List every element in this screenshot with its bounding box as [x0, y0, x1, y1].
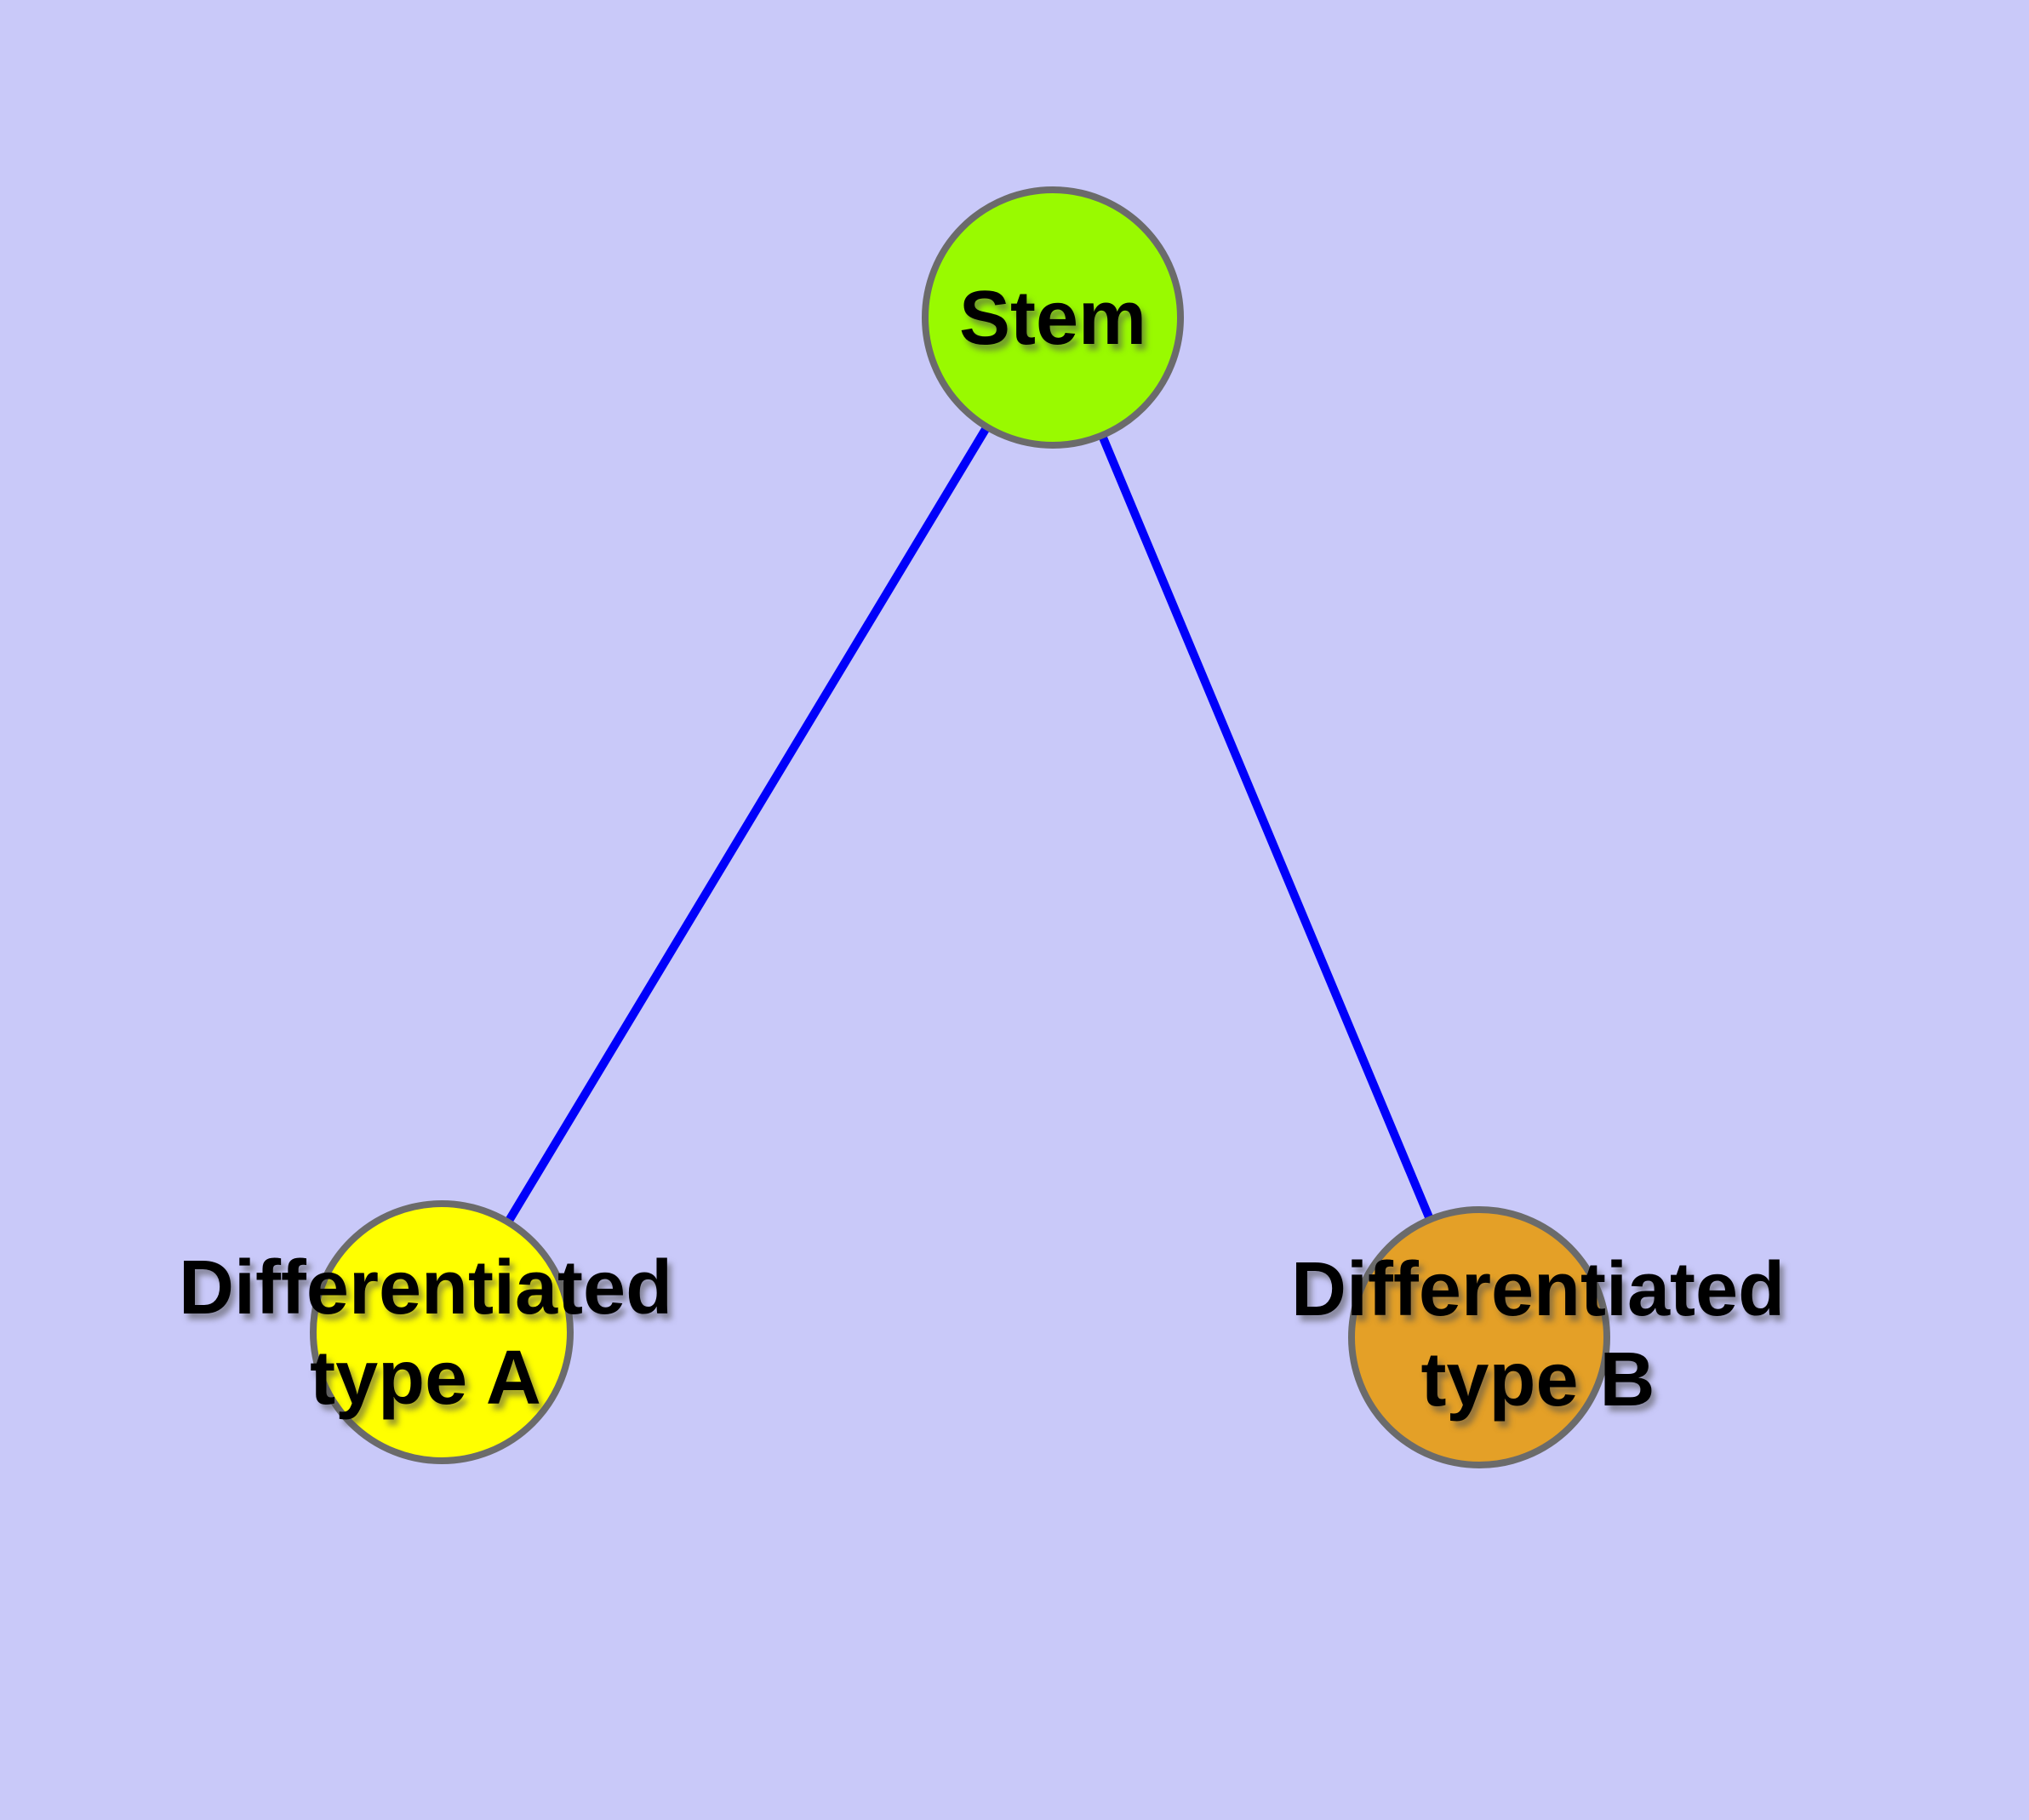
node-type-b-label: Differentiated type B	[1290, 1247, 1786, 1422]
node-stem-circle	[922, 186, 1184, 449]
node-stem-label: Stem	[958, 276, 1147, 361]
node-type-a-label: Differentiated type A	[178, 1245, 673, 1421]
node-type-a-circle	[310, 1200, 574, 1464]
node-type-b-circle	[1348, 1206, 1610, 1468]
edge-stem-to-type-b	[1049, 313, 1483, 1342]
edge-stem-to-type-a	[437, 313, 1057, 1336]
